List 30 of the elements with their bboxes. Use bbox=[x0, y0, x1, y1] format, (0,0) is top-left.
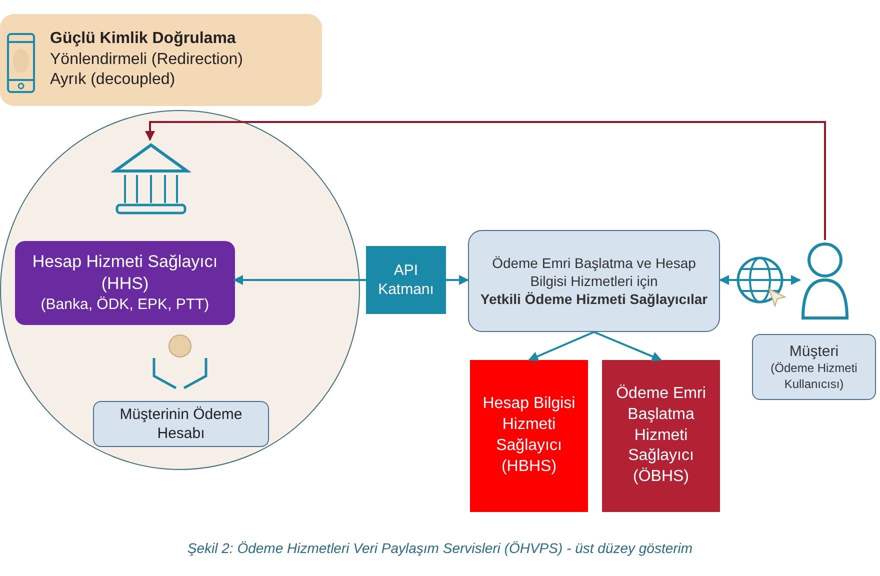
info-box bbox=[0, 14, 322, 106]
arrow bbox=[446, 275, 469, 285]
account-box bbox=[93, 401, 269, 447]
arrow bbox=[594, 331, 662, 362]
api-box bbox=[366, 246, 446, 314]
box-text: Ödeme Emri Başlatma ve Hesap Bilgisi Hizmetleri için bbox=[491, 254, 697, 290]
box-text: (Banka, ÖDK, EPK, PTT) bbox=[40, 295, 210, 315]
arrow bbox=[145, 121, 826, 240]
provider-box bbox=[15, 241, 235, 325]
arrow bbox=[719, 275, 801, 285]
box-heading: Güçlü Kimlik Doğrulama bbox=[50, 28, 236, 49]
box-text: Ödeme Emri Başlatma Hizmeti Sağlayıcı (ÖBHS) bbox=[615, 384, 707, 488]
customer-box bbox=[752, 334, 876, 400]
box-text: Hesap Bilgisi Hizmeti Sağlayıcı (HBHS) bbox=[482, 394, 576, 477]
box-text: (Ödeme Hizmeti Kullanıcısı) bbox=[770, 361, 858, 392]
figure-caption: Şekil 2: Ödeme Hizmetleri Veri Paylaşım Servisleri (ÖHVPS) - üst düzey gösterim bbox=[186, 540, 694, 556]
box-text: Müşterinin Ödeme Hesabı bbox=[118, 404, 244, 444]
list-item: Ayrık (decoupled) bbox=[50, 70, 176, 90]
arrow bbox=[528, 331, 594, 362]
box-title: Müşteri bbox=[789, 342, 839, 362]
list-item: Yönlendirmeli (Redirection) bbox=[50, 50, 243, 70]
provider-box bbox=[602, 360, 720, 512]
box-title: Hesap Hizmeti Sağlayıcı (HHS) bbox=[31, 251, 219, 296]
provider-box bbox=[468, 230, 720, 332]
box-title: Yetkili Ödeme Hizmeti Sağlayıcılar bbox=[480, 290, 708, 308]
arrow bbox=[233, 275, 366, 285]
person-icon bbox=[800, 240, 850, 320]
provider-box bbox=[470, 360, 588, 512]
box-text: API Katmanı bbox=[377, 260, 435, 300]
bank-icon bbox=[111, 141, 191, 215]
